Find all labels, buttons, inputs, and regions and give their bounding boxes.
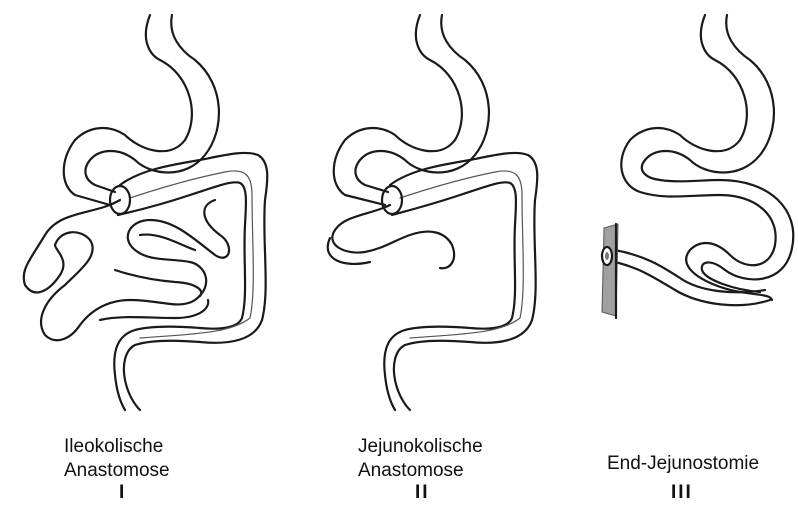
jejunum-3 bbox=[615, 250, 770, 305]
panel-3-end-jejunostomy bbox=[602, 15, 793, 318]
anastomosis-2 bbox=[382, 186, 402, 214]
panel-1-ileocolic-anastomosis bbox=[24, 15, 268, 410]
panel-1-caption: Ileokolische Anastomose bbox=[64, 435, 170, 483]
small-bowel-loops-1 bbox=[24, 200, 229, 340]
panel-1-numeral: I bbox=[119, 482, 126, 504]
panel-1-caption-line1: Ileokolische bbox=[64, 435, 170, 459]
stomach-2-outer bbox=[355, 15, 489, 192]
panel-2-caption: Jejunokolische Anastomose bbox=[358, 435, 483, 483]
stomach-1 bbox=[64, 15, 192, 205]
stoma-lumen bbox=[605, 252, 609, 260]
colon-1-taenia bbox=[130, 171, 253, 338]
stomach-2 bbox=[334, 15, 462, 205]
panel-2-numeral: II bbox=[415, 482, 430, 504]
stomach-3-outer bbox=[642, 15, 793, 292]
colon-2-outer bbox=[384, 182, 516, 410]
panel-2-jejunocolic-anastomosis bbox=[328, 15, 538, 410]
panel-3-caption: End-Jejunostomie bbox=[607, 452, 759, 476]
panel-2-caption-line2: Anastomose bbox=[358, 459, 483, 483]
colon-1-outer bbox=[114, 182, 246, 410]
panel-3-caption-line1: End-Jejunostomie bbox=[607, 452, 759, 476]
colon-2-taenia bbox=[400, 171, 523, 338]
panel-3-numeral: III bbox=[671, 482, 693, 504]
stomach-3 bbox=[621, 15, 775, 300]
panel-2-caption-line1: Jejunokolische bbox=[358, 435, 483, 459]
stomach-1-outer bbox=[85, 15, 219, 192]
small-bowel-loops-1-inner bbox=[100, 235, 208, 320]
panel-1-caption-line2: Anastomose bbox=[64, 459, 170, 483]
